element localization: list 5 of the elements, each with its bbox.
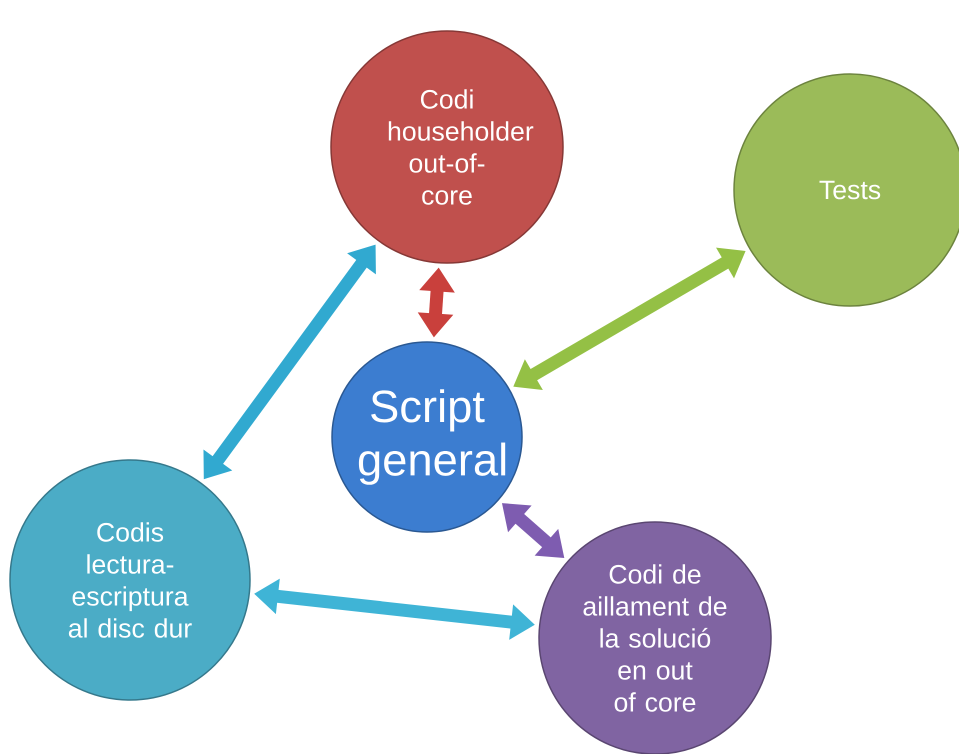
circle-node: Codi householder out-of-core [330,30,564,264]
circle-node: Tests [733,73,959,307]
circle-node: Codis lectura-escriptura al disc dur [9,459,251,701]
circle-node: Codi de aillament de la solució en out of core [538,521,772,754]
circle-node: Script general [331,341,523,533]
